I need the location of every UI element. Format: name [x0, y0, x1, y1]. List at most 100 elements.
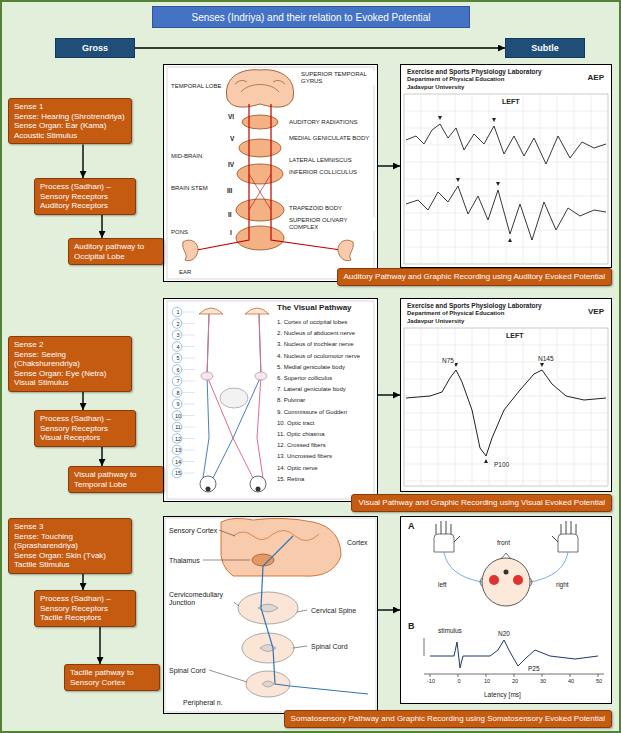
pathway-box: Tactile pathway to Sensory Cortex	[64, 664, 160, 691]
recording-label: -10	[425, 678, 437, 684]
process-text: Sensory Receptors	[40, 424, 130, 434]
recording-label: Exercise and Sports Physiology Laborator…	[406, 302, 543, 309]
recording-label: Department of Physical Education	[406, 310, 505, 317]
scale-box: Gross	[55, 38, 135, 58]
peak-marker	[438, 116, 512, 242]
caption-text: Visual Pathway and Graphic Recording usi…	[358, 498, 605, 508]
flow-arrow	[99, 627, 100, 664]
recording-label: Latency [ms]	[483, 691, 522, 698]
panel-label: Spinal Cord	[168, 667, 207, 675]
panel-label: TRAPEZOID BODY	[288, 205, 343, 212]
panel-label: 1	[172, 309, 184, 315]
pons-section	[236, 226, 284, 250]
sense-text: Sense Organ: Skin (Tvak)	[14, 551, 126, 561]
graph-axis	[424, 638, 604, 677]
panel-label: 14	[172, 459, 184, 465]
brainstem-section	[237, 164, 283, 184]
recording-label: P100	[493, 461, 510, 468]
sense-text: Sense: Hearing (Shrotrendriya)	[14, 112, 126, 122]
panel-label: 1. Cortex of occipital lobes	[276, 319, 348, 326]
electrode-dot	[513, 575, 523, 585]
panel-label: 10. Optic tract	[276, 420, 315, 427]
panel-label: Cervical Spine	[310, 607, 357, 615]
recording-label: A	[407, 521, 416, 531]
panel-ground	[400, 64, 612, 268]
pathway-text: Auditory pathway to Occipital Lobe	[74, 242, 158, 261]
panel-ground	[163, 298, 378, 502]
sense-text: Acoustic Stimulus	[14, 131, 126, 141]
auditory-illustration	[167, 67, 374, 279]
process-text: Tactile Receptors	[40, 613, 130, 623]
tactile-tract	[261, 536, 368, 694]
recording-label: B	[407, 621, 416, 631]
panel-label: I	[229, 229, 233, 236]
panel-label: Cervicomedullary Junction	[168, 591, 234, 607]
panel-label: PONS	[170, 229, 189, 236]
panel-label: 10	[172, 413, 184, 419]
panel-label: AUDITORY RADIATIONS	[288, 119, 359, 126]
thalamus-shape	[252, 554, 274, 566]
somatosensory-illustration	[165, 518, 376, 712]
flow-arrow	[135, 47, 505, 48]
panel-label: Cortex	[346, 539, 369, 547]
panel-label: 3	[172, 332, 184, 338]
brainstem-section	[239, 139, 281, 157]
panel-label: 15. Retina	[276, 476, 305, 483]
leader-line	[182, 312, 195, 473]
geniculate-body	[201, 372, 213, 380]
visual-illustration	[167, 301, 374, 499]
panel-label: 6	[172, 367, 184, 373]
recording-label: right	[555, 581, 570, 588]
panel-label: 12	[172, 436, 184, 442]
caption-text: Somatosensory Pathway and Graphic Record…	[291, 714, 605, 724]
vep-recording	[404, 328, 608, 486]
panel-label: MEDIAL GENICULATE BODY	[288, 135, 370, 142]
panel-label: III	[226, 187, 233, 194]
sense-text: Sense 2	[14, 340, 126, 350]
recording-label: 10	[481, 678, 493, 684]
panel-label: 8	[172, 390, 184, 396]
scale-box: Subtle	[505, 38, 585, 58]
illustration-panel: TEMPORAL LOBESUPERIOR TEMPORAL GYRUSAUDI…	[163, 64, 378, 282]
crossing-fibres	[249, 174, 271, 210]
panel-label: BRAIN STEM	[170, 185, 209, 192]
process-text: Sensory Receptors	[40, 192, 130, 202]
recording-label: LEFT	[505, 332, 525, 340]
recording-label: VEP	[587, 307, 605, 316]
flow-arrow	[378, 609, 400, 610]
panel-label: 5. Medial geniculate body	[276, 364, 346, 371]
brainstem-section	[236, 199, 284, 221]
recording-label: Exercise and Sports Physiology Laborator…	[406, 68, 543, 75]
sense-text: Sense 3	[14, 522, 126, 532]
flow-arrow	[82, 574, 83, 590]
panel-label: The Visual Pathway	[276, 303, 353, 312]
panel-ground	[400, 298, 612, 492]
panel-label: MID-BRAIN	[170, 153, 203, 160]
recording-label: P25	[527, 665, 541, 672]
pupil	[206, 487, 211, 492]
recording-label: 50	[593, 678, 605, 684]
panel-label: 4. Nucleus of oculomotor nerve	[276, 353, 361, 360]
panel-label: 12. Crossed fibers	[276, 442, 327, 449]
flow-arrow	[378, 165, 400, 166]
photo-edge	[165, 518, 376, 712]
recording-grid	[404, 328, 608, 486]
recording-panel: Exercise and Sports Physiology Laborator…	[400, 64, 612, 268]
process-box: Process (Sadhan) –Sensory ReceptorsAudit…	[34, 178, 136, 215]
vep-waveform	[406, 370, 606, 456]
photo-edge	[167, 67, 374, 279]
flow-arrow	[101, 215, 102, 238]
flow-arrow	[82, 144, 83, 178]
recording-label: 30	[537, 678, 549, 684]
ear-symbol	[183, 240, 198, 261]
panel-label: 6. Superior colliculus	[276, 375, 333, 382]
scale-label: Subtle	[531, 43, 559, 53]
sense-text: Sense 1	[14, 102, 126, 112]
process-box: Process (Sadhan) –Sensory ReceptorsVisua…	[34, 410, 136, 447]
panel-label: 3. Nucleus of trochlear nerve	[276, 341, 355, 348]
title-text: Senses (Indriya) and their relation to E…	[152, 6, 470, 28]
brain-gyri	[233, 530, 319, 540]
recording-grid-frame	[404, 94, 608, 264]
